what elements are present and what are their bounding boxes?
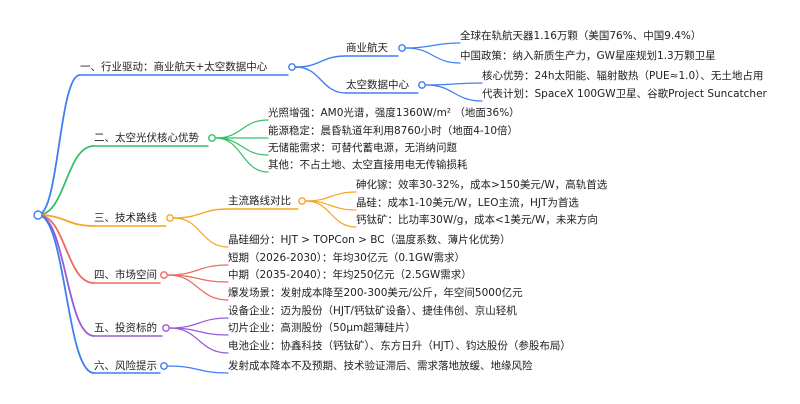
connector-commercial-leaf1 (405, 42, 461, 49)
leaf-crystalline-si[interactable]: 晶硅：成本1-10美元/W，LEO主流，HJT为首选 (356, 197, 579, 209)
connector-branch4-leaf3 (167, 274, 229, 301)
connector-root-branch5 (37, 214, 95, 337)
connector-datacenter-leaf1 (425, 82, 483, 86)
leaf-china-policy[interactable]: 中国政策：纳入新质生产力，GW星座规划1.3万颗卫星 (460, 50, 716, 62)
leaf-representative-plans[interactable]: 代表计划：SpaceX 100GW卫星、谷歌Project Suncatcher (482, 88, 767, 100)
connector-branch1-commercial (295, 55, 347, 68)
leaf-no-storage[interactable]: 无储能需求：可替代蓄电源，无消纳问题 (268, 142, 457, 154)
node-commercial-space[interactable]: 商业航天 (346, 42, 388, 54)
connector-root-branch1 (37, 74, 81, 216)
connector-root-branch4 (37, 214, 95, 284)
branch-tech-routes[interactable]: 三、技术路线 (94, 212, 157, 224)
root-knob-icon[interactable] (33, 210, 43, 220)
leaf-global-spacecraft[interactable]: 全球在轨航天器1.16万颗（美国76%、中国9.4%） (460, 30, 702, 42)
leaf-wafer-companies[interactable]: 切片企业：高测股份（50μm超薄硅片） (228, 322, 416, 334)
branch-space-pv-advantages[interactable]: 二、太空光伏核心优势 (94, 132, 199, 144)
branch-market-size[interactable]: 四、市场空间 (94, 269, 157, 281)
connector-datacenter-leaf2 (425, 84, 483, 102)
leaf-energy-stability[interactable]: 能源稳定：晨昏轨道年利用8760小时（地面4-10倍） (268, 125, 519, 137)
branch-investment-targets[interactable]: 五、投资标的 (94, 322, 157, 334)
branch5-knob-icon[interactable] (162, 324, 170, 332)
connector-root-branch6 (37, 214, 95, 374)
leaf-risk-detail[interactable]: 发射成本降本不及预期、技术验证滞后、需求落地放缓、地缘风险 (228, 360, 533, 372)
leaf-perovskite[interactable]: 钙钛矿：比功率30W/g，成本<1美元/W，未来方向 (356, 214, 598, 226)
leaf-short-term[interactable]: 短期（2026-2030）：年均30亿元（0.1GW需求） (228, 252, 466, 264)
leaf-light-enhancement[interactable]: 光照增强：AM0光谱，强度1360W/m² （地面36%） (268, 107, 520, 119)
leaf-gaas[interactable]: 砷化镓：效率30-32%，成本>150美元/W，高轨首选 (356, 179, 608, 191)
connector-branch2-leaf3 (215, 137, 269, 156)
connector-routes-leaf1 (305, 191, 357, 202)
leaf-core-advantages[interactable]: 核心优势：24h太阳能、辐射散热（PUE≈1.0）、无土地占用 (482, 70, 764, 82)
node-space-datacenter[interactable]: 太空数据中心 (346, 79, 409, 91)
connector-branch2-leaf4 (215, 137, 269, 173)
leaf-si-subdivision[interactable]: 晶硅细分：HJT > TOPCon > BC（温度系数、薄片化优势） (228, 234, 511, 246)
leaf-burst-scenario[interactable]: 爆发场景：发射成本降至200-300美元/公斤，年空间5000亿元 (228, 287, 523, 299)
leaf-mid-term[interactable]: 中期（2035-2040）：年均250亿元（2.5GW需求） (228, 269, 472, 281)
branch6-knob-icon[interactable] (160, 362, 168, 370)
connector-branch2-leaf1 (215, 119, 269, 139)
connector-routes-leaf3 (305, 200, 357, 228)
leaf-equipment-companies[interactable]: 设备企业：迈为股份（HJT/钙钛矿设备）、捷佳伟创、京山轻机 (228, 305, 517, 317)
connector-branch1-datacenter (295, 66, 347, 94)
branch-industry-drivers[interactable]: 一、行业驱动：商业航天+太空数据中心 (80, 61, 268, 73)
connector-branch3-si (173, 217, 229, 248)
connector-branch5-leaf1 (169, 317, 229, 329)
branch3-knob-icon[interactable] (166, 214, 174, 222)
branch4-knob-icon[interactable] (160, 271, 168, 279)
connector-root-branch2 (37, 145, 95, 216)
branch2-knob-icon[interactable] (208, 134, 216, 142)
leaf-other-advantages[interactable]: 其他：不占土地、太空直接用电无传输损耗 (268, 159, 468, 171)
routes-knob-icon[interactable] (298, 197, 306, 205)
branch-risk-warning[interactable]: 六、风险提示 (94, 360, 157, 372)
connector-branch4-leaf1 (167, 264, 229, 276)
leaf-cell-companies[interactable]: 电池企业：协鑫科技（钙钛矿）、东方日升（HJT）、钧达股份（参股布局） (228, 340, 571, 352)
node-mainstream-routes[interactable]: 主流路线对比 (228, 195, 291, 207)
connector-root-branch3 (37, 214, 95, 227)
connector-branch3-routes (173, 208, 229, 219)
datacenter-knob-icon[interactable] (418, 81, 426, 89)
connector-branch6-leaf1 (167, 365, 229, 374)
connector-commercial-leaf2 (405, 47, 461, 64)
commercial-knob-icon[interactable] (398, 44, 406, 52)
connector-branch5-leaf3 (169, 327, 229, 354)
branch1-knob-icon[interactable] (288, 63, 296, 71)
